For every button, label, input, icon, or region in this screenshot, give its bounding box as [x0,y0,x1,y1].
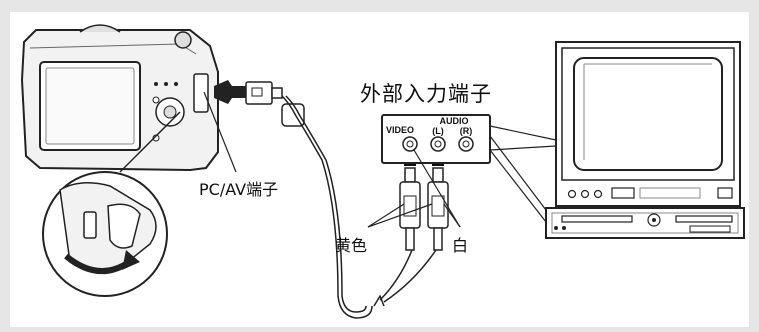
camera [22,25,218,170]
shutter-button [175,32,191,48]
camera-terminal-cover [194,74,208,112]
external-input-label: 外部入力端子 [360,78,492,108]
video-recorder [546,208,744,238]
av-cable-plug [214,80,304,126]
video-jack-label: VIDEO [384,126,416,135]
tv-screen [574,58,722,170]
rca-plug-white [428,168,448,250]
pc-av-terminal-label: PC/AV端子 [199,176,278,200]
audio-left-label: (L) [428,127,448,136]
yellow-plug-label: 黄色 [335,232,367,256]
television [556,42,740,206]
audio-jack-label: AUDIO [434,117,474,126]
white-plug-label: 白 [452,232,468,256]
audio-right-label: (R) [456,127,476,136]
